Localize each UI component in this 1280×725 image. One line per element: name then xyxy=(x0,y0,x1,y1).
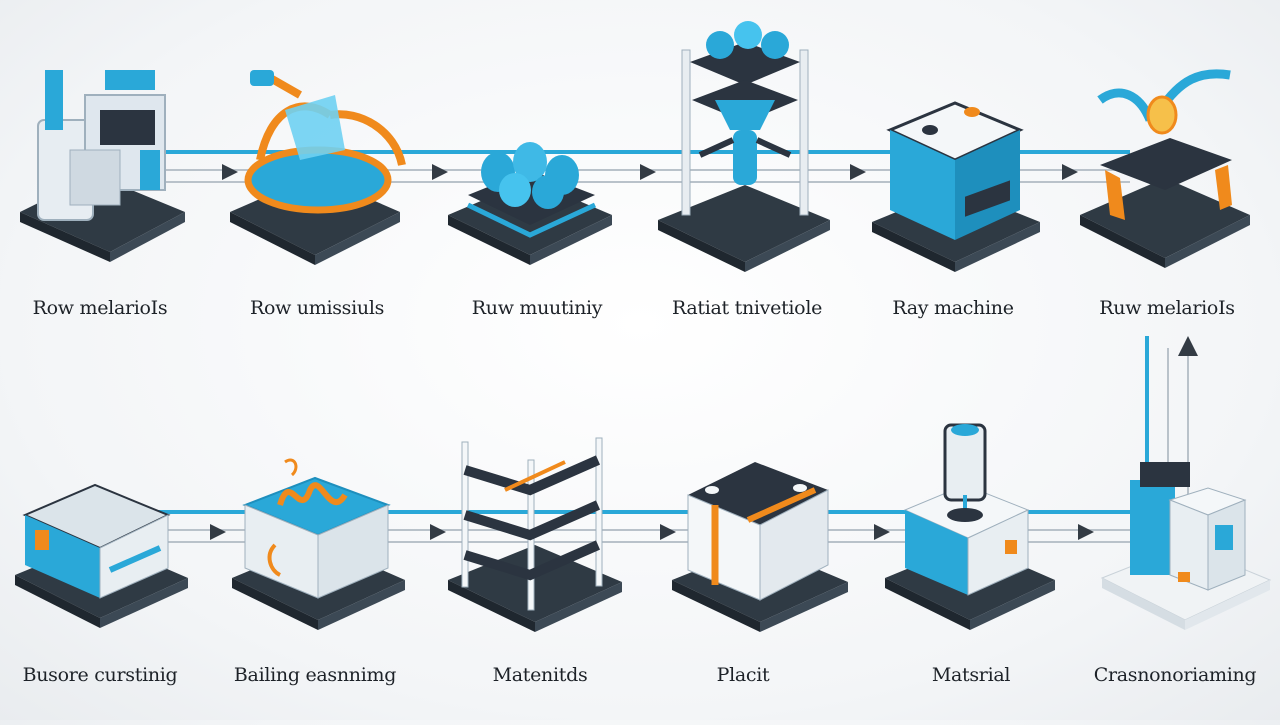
arrow-row2-2-3 xyxy=(430,524,446,540)
battery-cell-icon xyxy=(672,462,848,632)
arrow-row1-2-3 xyxy=(432,164,448,180)
row2-label-3: Matenitds xyxy=(492,664,588,686)
row1-label-6: Ruw melarioIs xyxy=(1099,297,1235,319)
blue-granules-tray-icon xyxy=(448,142,612,265)
arrow-row2-1-2 xyxy=(210,524,226,540)
row1-label-1: Row melarioIs xyxy=(32,297,168,319)
robot-arm-workstation-icon xyxy=(1080,69,1250,268)
factory-machine-icon xyxy=(20,70,185,262)
row1-label-2: Row umissiuls xyxy=(249,297,385,319)
storage-rack-icon xyxy=(448,437,622,632)
row2-label-4: Placit xyxy=(716,664,770,686)
module-box-icon xyxy=(15,483,188,628)
arrow-row1-3-4 xyxy=(640,164,656,180)
orange-mixer-icon xyxy=(230,70,406,265)
row1-label-5: Ray machine xyxy=(892,297,1014,319)
cabinet-unit-icon xyxy=(1100,462,1272,630)
arrow-row2-3-4 xyxy=(660,524,676,540)
control-box-icon xyxy=(872,101,1040,272)
arrow-row1-5-6 xyxy=(1062,164,1078,180)
row2-label-2: Bailing easnnimg xyxy=(233,664,397,686)
arrow-row2-4-5 xyxy=(874,524,890,540)
arrow-row1-1-2 xyxy=(222,164,238,180)
row2-label-1: Busore curstinig xyxy=(22,664,178,686)
row2-label-5: Matsrial xyxy=(931,664,1011,686)
coil-winding-box-icon xyxy=(232,458,405,630)
row1-label-3: Ruw muutiniy xyxy=(471,297,603,319)
press-tower-icon xyxy=(658,21,830,272)
row2-label-6: Crasnonoriaming xyxy=(1093,664,1257,686)
row1-label-4: Ratiat tnivetiole xyxy=(671,297,823,319)
sealing-press-icon xyxy=(885,423,1055,630)
arrow-row1-4-5 xyxy=(850,164,866,180)
arrow-row2-5-6 xyxy=(1078,524,1094,540)
